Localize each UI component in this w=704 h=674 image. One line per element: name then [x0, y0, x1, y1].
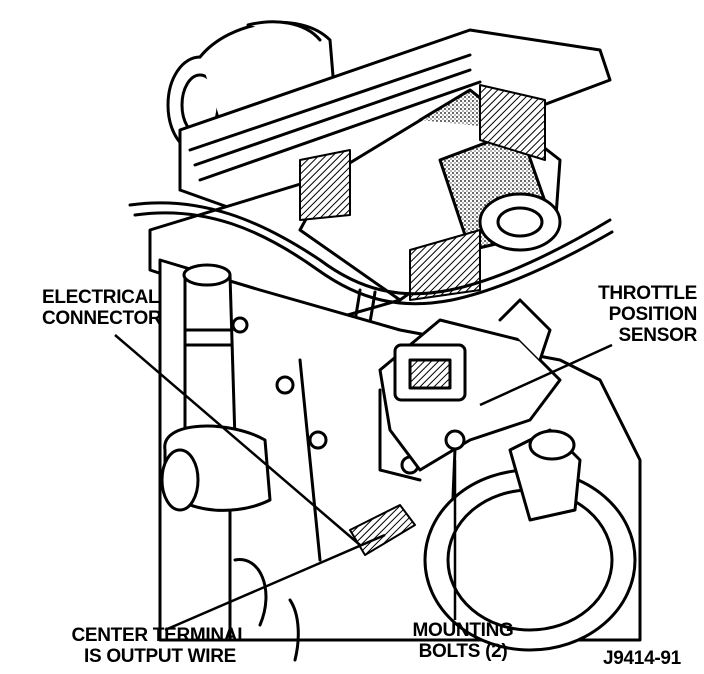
- pulley: [423, 468, 637, 652]
- leader-throttle-position-sensor: [479, 343, 613, 407]
- mounting-bolts-label: MOUNTING BOLTS (2): [412, 620, 514, 662]
- intake-runners: [299, 84, 546, 301]
- throttle-body: [378, 298, 562, 572]
- lower-hose: [233, 558, 300, 662]
- sensor-cap: [508, 428, 582, 522]
- figure-id: J9414-91: [603, 648, 681, 669]
- center-terminal-label: CENTER TERMINAL IS OUTPUT WIRE: [71, 625, 249, 667]
- valve-cover: [178, 28, 612, 217]
- leader-electrical-connector: [114, 334, 361, 546]
- leader-center-terminal: [164, 533, 386, 632]
- throttle-position-sensor-label: THROTTLE POSITION SENSOR: [598, 283, 697, 346]
- electrical-connector-label: ELECTRICAL CONNECTOR: [42, 287, 162, 329]
- coolant-tube: [160, 263, 272, 512]
